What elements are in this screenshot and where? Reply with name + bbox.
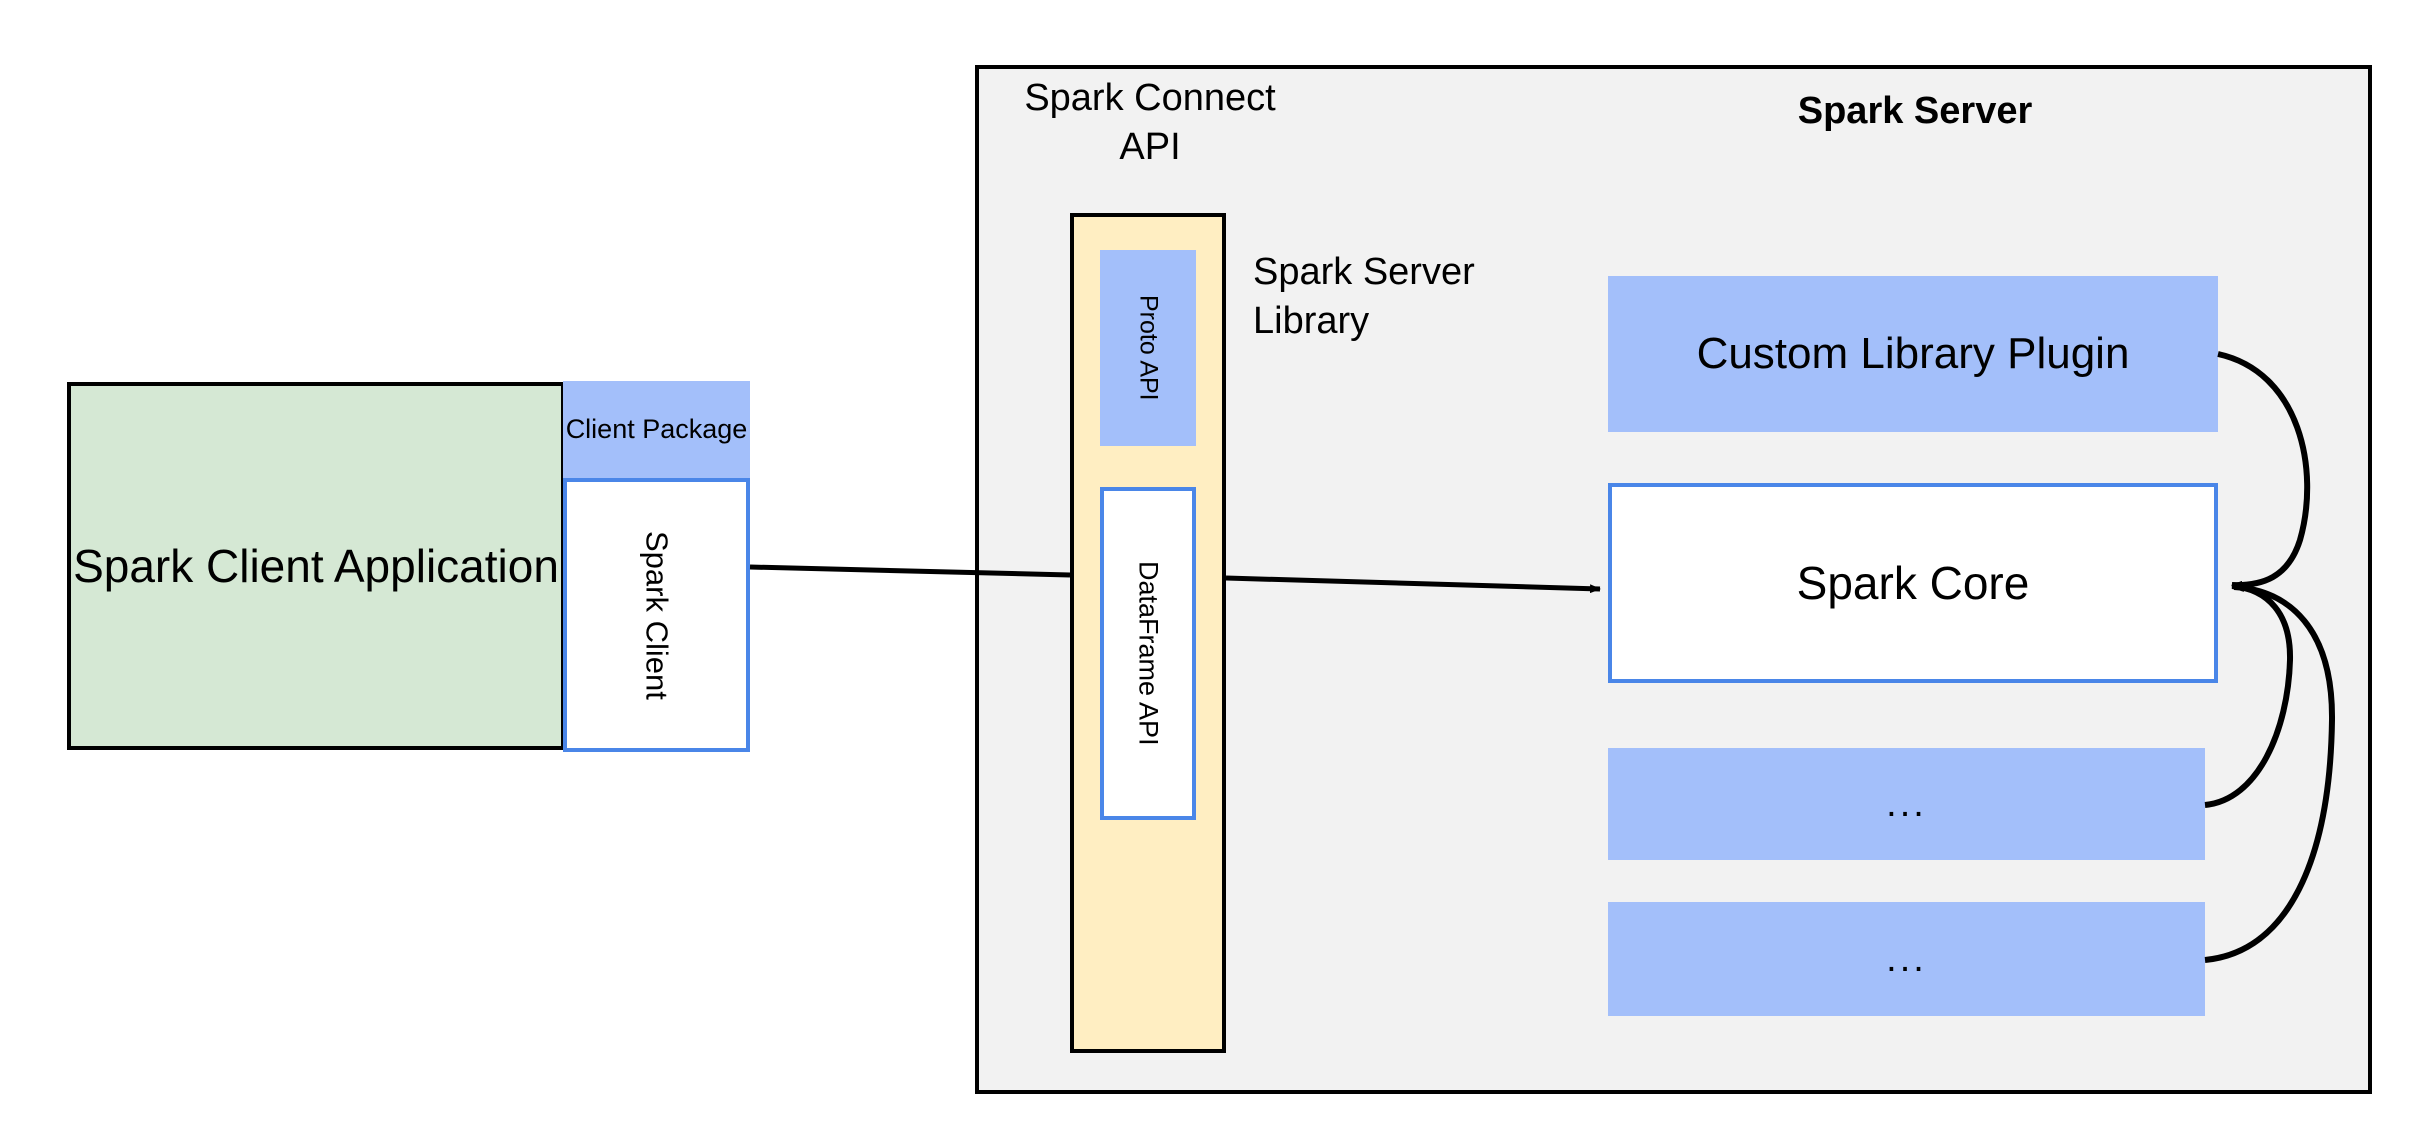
spark-client-application-label: Spark Client Application xyxy=(73,539,559,592)
ellipsis-box-2-label: ... xyxy=(1886,937,1927,980)
dataframe-api-box[interactable]: DataFrame API xyxy=(1100,487,1196,820)
proto-api-label: Proto API xyxy=(1134,295,1163,401)
custom-library-plugin-label: Custom Library Plugin xyxy=(1696,329,2130,379)
spark-connect-api-label: Spark Connect API xyxy=(1024,77,1276,169)
spark-core-label: Spark Core xyxy=(1796,556,2030,609)
client-package-box[interactable]: Client Package xyxy=(563,381,750,478)
ellipsis-box-2[interactable]: ... xyxy=(1608,902,2205,1016)
proto-api-box[interactable]: Proto API xyxy=(1100,250,1196,446)
custom-library-plugin-box[interactable]: Custom Library Plugin xyxy=(1608,276,2218,432)
client-package-label: Client Package xyxy=(565,414,748,445)
spark-client-application-box[interactable]: Spark Client Application xyxy=(67,382,565,750)
spark-client-box[interactable]: Spark Client xyxy=(563,478,750,752)
ellipsis-box-1-label: ... xyxy=(1886,782,1927,825)
spark-client-label: Spark Client xyxy=(639,530,675,700)
dataframe-api-label: DataFrame API xyxy=(1133,561,1164,746)
spark-core-box[interactable]: Spark Core xyxy=(1608,483,2218,683)
ellipsis-box-1[interactable]: ... xyxy=(1608,748,2205,860)
spark-server-library-label: Spark Server Library xyxy=(1253,251,1475,343)
spark-server-title: Spark Server xyxy=(1797,90,2033,132)
